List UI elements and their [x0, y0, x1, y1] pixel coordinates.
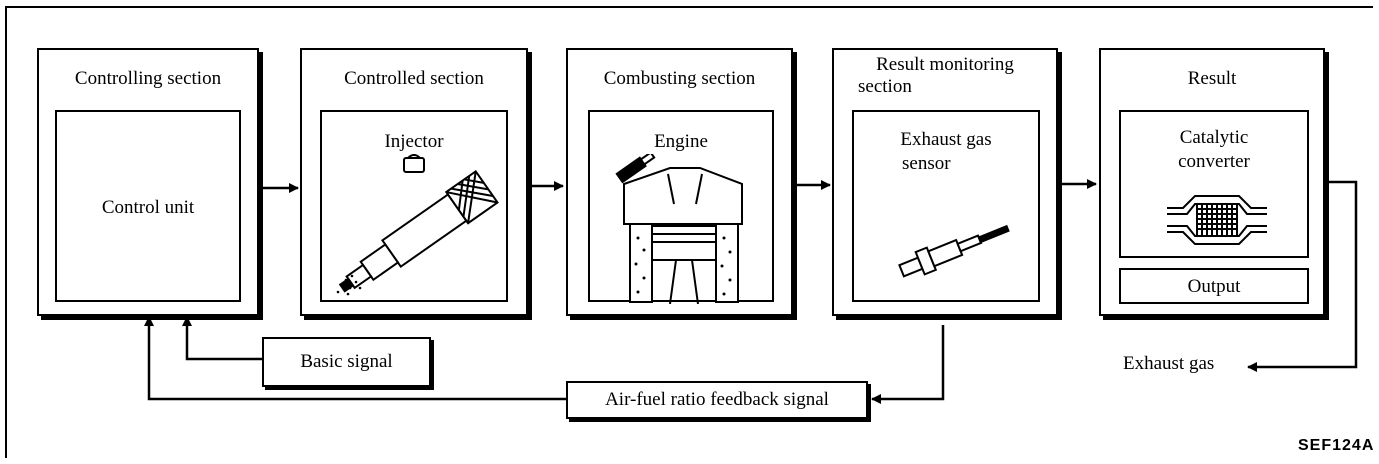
- basic-signal-box: Basic signal: [262, 337, 431, 387]
- result-section: Result Catalytic converter Output: [1099, 48, 1325, 316]
- catalytic-converter-label-line2: converter: [1178, 151, 1250, 172]
- exhaust-sensor-label-line1: Exhaust gas: [900, 129, 992, 150]
- feedback-path-sensor: [871, 325, 945, 404]
- section-title: Combusting section: [603, 68, 756, 89]
- exhaust-sensor-icon: [898, 224, 1010, 278]
- section-title-line2: section: [858, 76, 912, 97]
- catalytic-converter-box: Catalytic converter: [1119, 110, 1309, 258]
- diagram-frame: [5, 6, 1373, 458]
- exhaust-sensor-label-line2: sensor: [902, 153, 951, 174]
- injector-icon: [336, 154, 499, 296]
- control-unit-box: Control unit: [55, 110, 241, 302]
- output-label: Output: [1187, 276, 1241, 297]
- catalytic-converter-icon: [1167, 195, 1267, 245]
- engine-label: Engine: [654, 131, 708, 152]
- injector-label: Injector: [384, 131, 444, 152]
- engine-icon: [615, 154, 743, 304]
- engine-box: Engine: [588, 110, 774, 304]
- figure-code: SEF124A: [1298, 437, 1375, 454]
- exhaust-sensor-box: Exhaust gas sensor: [852, 110, 1040, 302]
- section-title: Controlling section: [74, 68, 222, 89]
- catalytic-converter-label-line1: Catalytic: [1179, 127, 1249, 148]
- exhaust-path: [1247, 180, 1358, 372]
- result-monitoring-section: Result monitoring section Exhaust gas se…: [832, 48, 1058, 316]
- control-unit-label: Control unit: [101, 197, 195, 218]
- section-title: Result monitoring section: [834, 54, 1056, 98]
- basic-signal-path: [182, 316, 262, 361]
- injector-box: Injector: [320, 110, 508, 302]
- catalytic-converter-label: Catalytic converter: [1121, 126, 1307, 174]
- section-title: Result: [1187, 68, 1237, 89]
- feedback-signal-box: Air-fuel ratio feedback signal: [566, 381, 868, 419]
- exhaust-sensor-label: Exhaust gas sensor: [854, 128, 1038, 176]
- exhaust-gas-label: Exhaust gas: [1123, 353, 1215, 374]
- section-title: Controlled section: [344, 68, 484, 89]
- controlling-section: Controlling section Control unit: [37, 48, 259, 316]
- controlled-section: Controlled section Injector: [300, 48, 528, 316]
- feedback-path-control: [144, 316, 566, 401]
- section-title-line1: Result monitoring: [876, 54, 1014, 75]
- output-box: Output: [1119, 268, 1309, 304]
- combusting-section: Combusting section Engine: [566, 48, 793, 316]
